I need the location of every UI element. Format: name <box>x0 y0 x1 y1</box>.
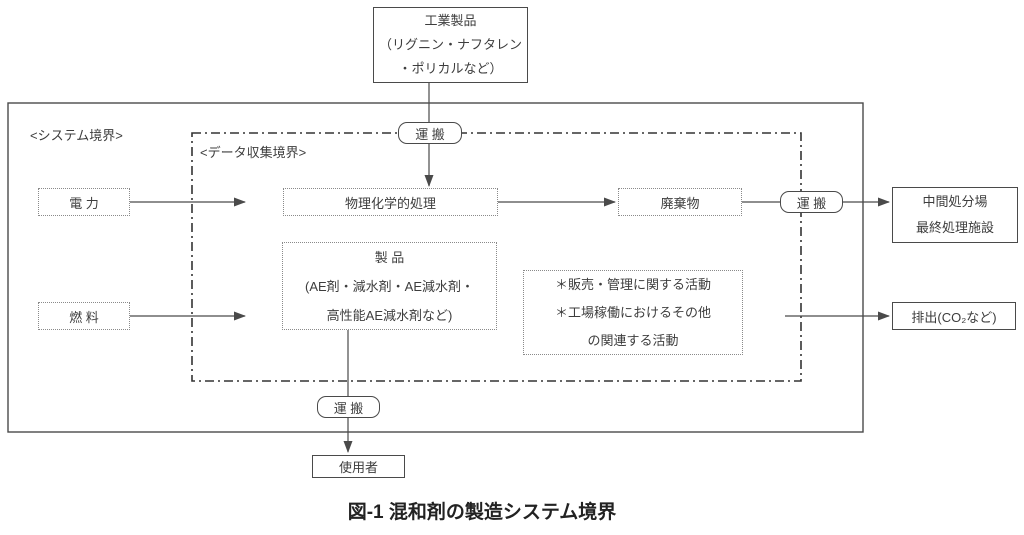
data-collection-boundary-box <box>191 132 802 382</box>
node-products: 製 品 (AE剤・減水剤・AE減水剤・ 高性能AE減水剤など) <box>282 242 497 330</box>
node-intermediate-disposal-line2: 最終処理施設 <box>915 220 994 235</box>
data-collection-boundary-label: <データ収集境界> <box>200 145 307 160</box>
node-products-line1: 製 品 <box>374 249 405 265</box>
system-boundary-box <box>7 102 864 433</box>
figure-caption: 図-1 混和剤の製造システム境界 <box>347 502 617 523</box>
node-products-line3: 高性能AE減水剤など) <box>326 307 453 323</box>
node-waste: 廃棄物 <box>618 188 742 216</box>
node-industrial-products-line1: 工業製品 <box>424 13 477 28</box>
node-industrial-products-line2: （リグニン・ナフタレン <box>378 37 522 52</box>
node-transport-bottom: 運 搬 <box>317 396 380 418</box>
node-industrial-products-line3: ・ポリカルなど） <box>398 61 503 76</box>
node-other-activities-line1: ＊販売・管理に関する活動 <box>554 276 711 292</box>
node-industrial-products: 工業製品 （リグニン・ナフタレン ・ポリカルなど） <box>373 7 528 83</box>
node-other-activities-line3: の関連する活動 <box>587 332 679 348</box>
node-other-activities-line2: ＊工場稼働におけるその他 <box>554 304 711 320</box>
node-transport-right: 運 搬 <box>780 191 843 213</box>
node-intermediate-disposal-line1: 中間処分場 <box>922 194 988 209</box>
system-boundary-label: <システム境界> <box>30 128 123 143</box>
node-transport-top: 運 搬 <box>398 122 462 144</box>
node-electric-power: 電 力 <box>38 188 130 216</box>
node-other-activities: ＊販売・管理に関する活動 ＊工場稼働におけるその他 の関連する活動 <box>523 270 743 355</box>
node-physicochemical-treatment: 物理化学的処理 <box>283 188 498 216</box>
node-products-line2: (AE剤・減水剤・AE減水剤・ <box>304 278 474 294</box>
node-user: 使用者 <box>312 455 405 478</box>
node-fuel: 燃 料 <box>38 302 130 330</box>
node-emissions: 排出(CO₂など) <box>892 302 1016 330</box>
node-intermediate-disposal: 中間処分場 最終処理施設 <box>892 187 1018 243</box>
